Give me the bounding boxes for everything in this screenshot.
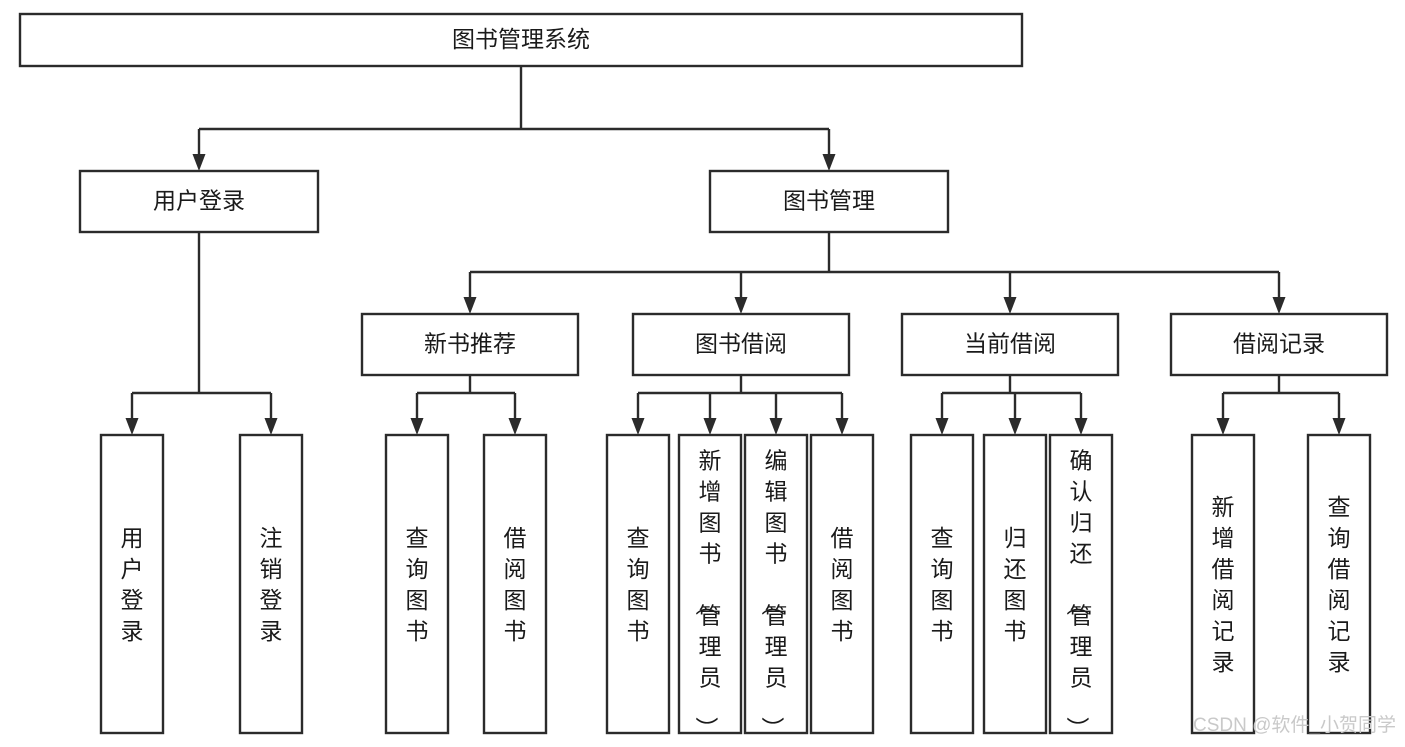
arrow-head-icon <box>1074 418 1088 435</box>
arrow-head-icon <box>769 418 783 435</box>
node-box <box>1169 312 1389 377</box>
arrow-head-icon <box>1272 297 1286 314</box>
node-label: 用户登录 <box>121 525 144 644</box>
node-leaf-user-login[interactable]: 用户登录 <box>99 433 165 735</box>
arrow-head-icon <box>264 418 278 435</box>
node-box <box>809 433 875 735</box>
node-label: 归还图书 <box>1004 525 1027 644</box>
node-box <box>1306 433 1372 735</box>
node-new-book-recommend[interactable]: 新书推荐 <box>360 312 580 377</box>
arrow-head-icon <box>410 418 424 435</box>
csdn-watermark: CSDN @软件_小贺同学 <box>1193 714 1396 736</box>
node-box <box>909 433 975 735</box>
node-label: 查询借阅记录 <box>1328 494 1351 675</box>
node-box <box>482 433 548 735</box>
node-root[interactable]: 图书管理系统 <box>18 12 1024 68</box>
node-box <box>238 433 304 735</box>
node-label: 用户登录 <box>153 188 245 214</box>
node-box <box>360 312 580 377</box>
node-box <box>78 169 320 234</box>
arrow-head-icon <box>1003 297 1017 314</box>
node-user-login[interactable]: 用户登录 <box>78 169 320 234</box>
node-box <box>900 312 1120 377</box>
arrow-head-icon <box>935 418 949 435</box>
node-label: 编辑图书（管理员） <box>760 448 788 740</box>
node-label: 新增借阅记录 <box>1212 494 1235 675</box>
node-box <box>18 12 1024 68</box>
node-leaf-add-record[interactable]: 新增借阅记录 <box>1190 433 1256 735</box>
node-label: 注销登录 <box>260 525 283 644</box>
node-label: 查询图书 <box>931 525 954 644</box>
node-label: 确认归还（管理员） <box>1065 448 1093 740</box>
nodes-layer: 图书管理系统用户登录图书管理新书推荐图书借阅当前借阅借阅记录用户登录注销登录查询… <box>18 12 1389 740</box>
arrow-head-icon <box>508 418 522 435</box>
node-leaf-query-record[interactable]: 查询借阅记录 <box>1306 433 1372 735</box>
node-box <box>743 433 809 735</box>
node-leaf-query-book-2[interactable]: 查询图书 <box>605 433 671 735</box>
arrow-head-icon <box>1332 418 1346 435</box>
node-label: 图书管理 <box>783 188 875 214</box>
arrow-head-icon <box>734 297 748 314</box>
arrow-head-icon <box>631 418 645 435</box>
arrow-head-icon <box>703 418 717 435</box>
node-leaf-edit-book[interactable]: 编辑图书（管理员） <box>743 433 809 740</box>
node-leaf-borrow-book-2[interactable]: 借阅图书 <box>809 433 875 735</box>
node-label: 图书管理系统 <box>452 26 590 52</box>
node-box <box>708 169 950 234</box>
node-box <box>982 433 1048 735</box>
node-label: 借阅记录 <box>1233 331 1325 357</box>
node-box <box>384 433 450 735</box>
node-label: 新增图书（管理员） <box>694 448 722 740</box>
node-label: 借阅图书 <box>831 525 854 644</box>
node-box <box>631 312 851 377</box>
arrow-head-icon <box>192 154 206 171</box>
connectors-layer <box>125 66 1346 435</box>
node-label: 借阅图书 <box>504 525 527 644</box>
node-label: 当前借阅 <box>964 331 1056 357</box>
arrow-head-icon <box>1008 418 1022 435</box>
node-box <box>605 433 671 735</box>
node-book-manage[interactable]: 图书管理 <box>708 169 950 234</box>
node-label: 图书借阅 <box>695 331 787 357</box>
arrow-head-icon <box>835 418 849 435</box>
node-box <box>1048 433 1114 735</box>
node-borrow-record[interactable]: 借阅记录 <box>1169 312 1389 377</box>
node-leaf-return-book[interactable]: 归还图书 <box>982 433 1048 735</box>
node-label: 新书推荐 <box>424 331 516 357</box>
node-book-borrow[interactable]: 图书借阅 <box>631 312 851 377</box>
node-leaf-borrow-book-1[interactable]: 借阅图书 <box>482 433 548 735</box>
node-label: 查询图书 <box>627 525 650 644</box>
node-label: 查询图书 <box>406 525 429 644</box>
node-leaf-user-logout[interactable]: 注销登录 <box>238 433 304 735</box>
node-current-borrow[interactable]: 当前借阅 <box>900 312 1120 377</box>
node-box <box>1190 433 1256 735</box>
node-leaf-add-book[interactable]: 新增图书（管理员） <box>677 433 743 740</box>
node-box <box>677 433 743 735</box>
arrow-head-icon <box>463 297 477 314</box>
arrow-head-icon <box>822 154 836 171</box>
node-leaf-query-book-3[interactable]: 查询图书 <box>909 433 975 735</box>
arrow-head-icon <box>1216 418 1230 435</box>
node-leaf-query-book-1[interactable]: 查询图书 <box>384 433 450 735</box>
node-leaf-confirm-return[interactable]: 确认归还（管理员） <box>1048 433 1114 740</box>
node-box <box>99 433 165 735</box>
arrow-head-icon <box>125 418 139 435</box>
